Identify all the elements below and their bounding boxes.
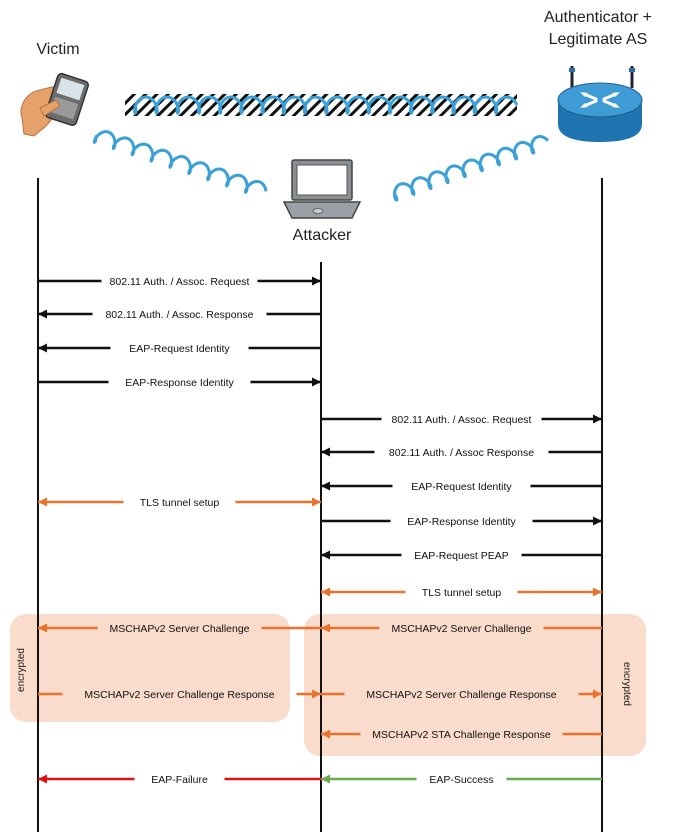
arrowhead	[321, 588, 330, 597]
authenticator-label-line2: Legitimate AS	[549, 31, 648, 48]
message-label: MSCHAPv2 STA Challenge Response	[372, 729, 551, 741]
message-label: EAP-Response Identity	[125, 377, 234, 389]
message-arrow: 802.11 Auth. / Assoc Response	[321, 447, 602, 459]
arrowhead	[321, 551, 330, 560]
message-label: EAP-Request Identity	[129, 343, 230, 355]
message-label: 802.11 Auth. / Assoc. Request	[392, 414, 532, 426]
message-label: MSCHAPv2 Server Challenge	[391, 623, 531, 635]
message-label: MSCHAPv2 Server Challenge Response	[366, 689, 556, 701]
message-arrow: EAP-Request PEAP	[321, 550, 602, 562]
arrowhead	[321, 775, 330, 784]
arrowhead	[312, 277, 321, 286]
message-label: MSCHAPv2 Server Challenge Response	[84, 689, 274, 701]
phone-in-hand-icon	[21, 73, 89, 136]
message-label: TLS tunnel setup	[140, 497, 220, 509]
encrypted-label-left: encrypted	[16, 648, 27, 692]
arrowhead	[321, 482, 330, 491]
message-arrow: TLS tunnel setup	[321, 587, 602, 599]
wireless-link-icon	[94, 132, 266, 192]
message-label: EAP-Success	[429, 774, 493, 786]
message-label: 802.11 Auth. / Assoc Response	[389, 447, 534, 459]
message-arrow: EAP-Response Identity	[38, 377, 321, 389]
message-label: EAP-Response Identity	[407, 516, 516, 528]
message-arrow: TLS tunnel setup	[38, 497, 321, 509]
authenticator-label-line1: Authenticator +	[544, 9, 652, 26]
message-label: 802.11 Auth. / Assoc. Request	[110, 276, 250, 288]
arrowhead	[593, 588, 602, 597]
wireless-router-icon	[558, 66, 642, 142]
message-label: MSCHAPv2 Server Challenge	[109, 623, 249, 635]
arrowhead	[593, 415, 602, 424]
arrowhead	[38, 344, 47, 353]
victim-label: Victim	[36, 41, 79, 58]
arrowhead	[38, 310, 47, 319]
arrowhead	[38, 498, 47, 507]
message-arrow: EAP-Failure	[38, 774, 321, 786]
message-label: 802.11 Auth. / Assoc. Response	[105, 309, 253, 321]
message-arrow: EAP-Request Identity	[321, 481, 602, 493]
message-arrow: EAP-Request Identity	[38, 343, 321, 355]
laptop-icon	[284, 160, 360, 218]
message-arrow: 802.11 Auth. / Assoc. Response	[38, 309, 321, 321]
message-arrow: EAP-Success	[321, 774, 602, 786]
arrowhead	[38, 775, 47, 784]
message-label: EAP-Request Identity	[411, 481, 512, 493]
arrowhead	[593, 517, 602, 526]
arrowhead	[312, 498, 321, 507]
attacker-label: Attacker	[293, 227, 352, 244]
arrowhead	[321, 448, 330, 457]
message-label: EAP-Request PEAP	[414, 550, 509, 562]
message-arrow: 802.11 Auth. / Assoc. Request	[38, 276, 321, 288]
message-label: EAP-Failure	[151, 774, 208, 786]
wireless-link-icon	[394, 137, 548, 201]
message-arrow: EAP-Response Identity	[321, 516, 602, 528]
encrypted-label-right: encrypted	[621, 662, 632, 706]
message-label: TLS tunnel setup	[422, 587, 502, 599]
arrowhead	[312, 378, 321, 387]
message-arrow: 802.11 Auth. / Assoc. Request	[321, 414, 602, 426]
